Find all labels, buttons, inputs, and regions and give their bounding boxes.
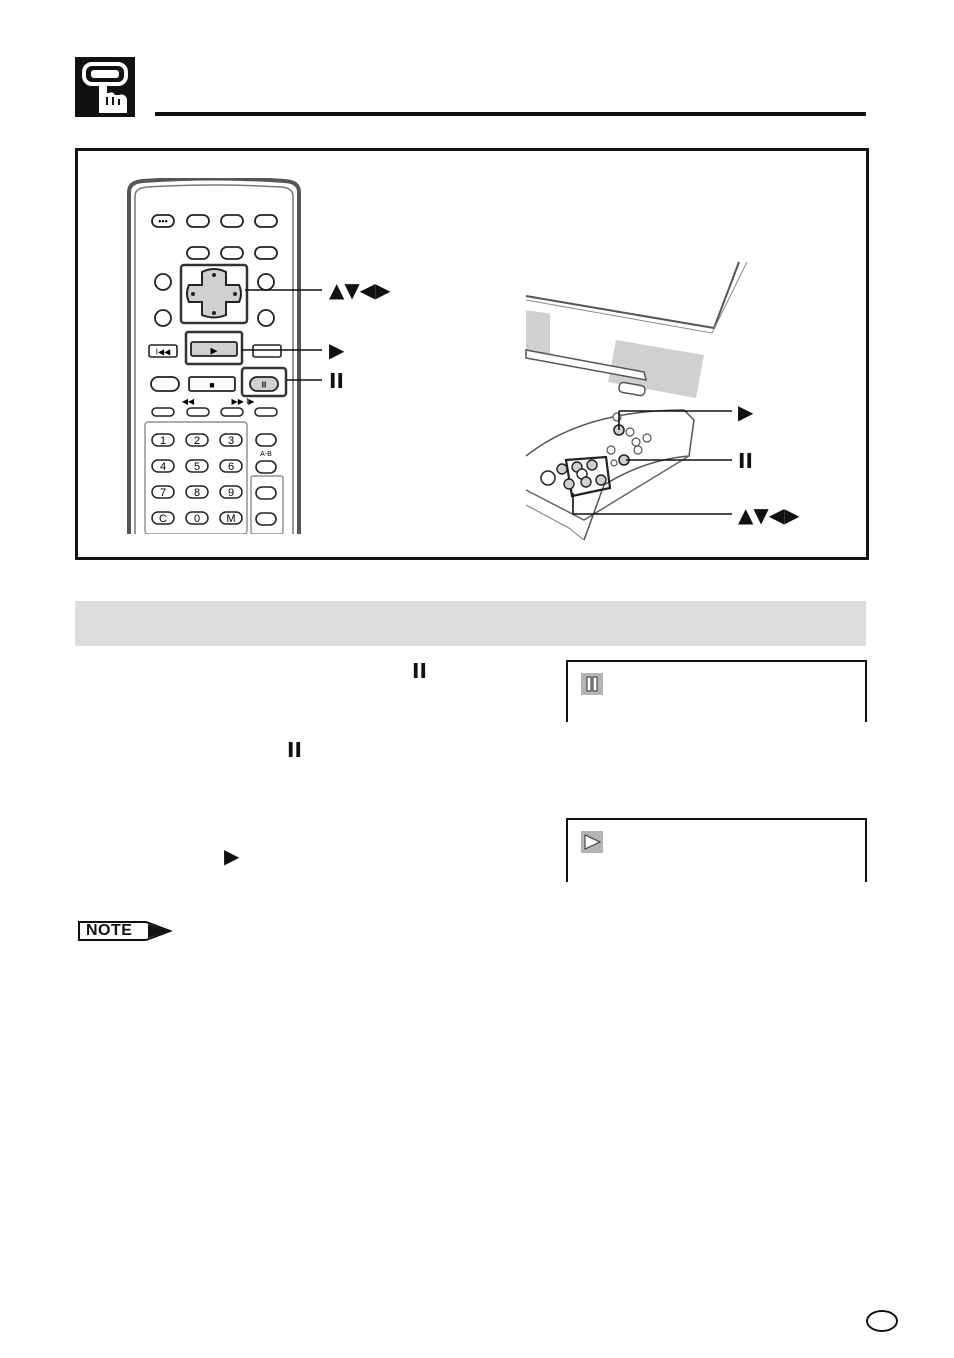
remote-keypad-label: 3 (228, 435, 234, 447)
remote-keypad-label: 7 (160, 487, 166, 499)
remote-play-glyph: ▶ (211, 346, 218, 356)
note-tag: NOTE (78, 920, 172, 942)
remote-keypad-label: 1 (160, 435, 166, 447)
step2-pause-glyph: II (287, 738, 302, 762)
figure-box (75, 148, 869, 560)
remote-stop-glyph: ■ (209, 380, 214, 390)
callout-remote-play: ▶ (329, 338, 345, 362)
remote-keypad-label: 2 (194, 435, 200, 447)
header-rule (155, 112, 866, 116)
remote-keypad-label: 4 (160, 461, 166, 473)
remote-keypad-label: M (226, 513, 235, 525)
remote-keypad-label: 0 (194, 513, 200, 525)
remote-keypad-label: 8 (194, 487, 200, 499)
callout-remote-pause: II (329, 369, 344, 393)
step3-play-glyph: ▶ (224, 844, 240, 868)
hand-pointer-icon (75, 57, 135, 117)
callout-unit-cursor: ▲▼◀▶ (738, 503, 800, 527)
callout-unit-play: ▶ (738, 400, 754, 424)
note-arrow-icon (78, 921, 172, 941)
callout-unit-pause: II (738, 449, 753, 473)
screen-display-play (566, 818, 867, 882)
remote-control-illustration: ••• I◀◀ ▶ ■ II ◀◀ ▶▶ I▶ A-B 1 2 3 4 5 6 7 8 9C 0 M (127, 178, 301, 534)
remote-rewind-glyph: ◀◀ (182, 397, 195, 406)
pause-screen-icon (581, 673, 603, 695)
remote-keypad-label: C (159, 513, 167, 525)
screen-display-pause (566, 660, 867, 722)
remote-keypad-label: 6 (228, 461, 234, 473)
remote-keypad-label: 9 (228, 487, 234, 499)
play-screen-icon (581, 831, 603, 853)
remote-pause-glyph: II (262, 381, 266, 390)
callout-remote-cursor: ▲▼◀▶ (329, 278, 391, 302)
section-heading-bar (75, 601, 866, 646)
remote-keypad-label: 5 (194, 461, 200, 473)
remote-fast-forward-glyph: ▶▶ I▶ (232, 397, 256, 406)
remote-skip-back-glyph: I◀◀ (156, 348, 171, 357)
step1-pause-glyph: II (412, 659, 427, 683)
portable-player-illustration (525, 261, 748, 540)
page-marker-oval (866, 1310, 898, 1332)
note-label: NOTE (86, 922, 133, 939)
remote-ab-label: A-B (260, 451, 272, 458)
remote-enter-glyph: ••• (158, 217, 167, 227)
